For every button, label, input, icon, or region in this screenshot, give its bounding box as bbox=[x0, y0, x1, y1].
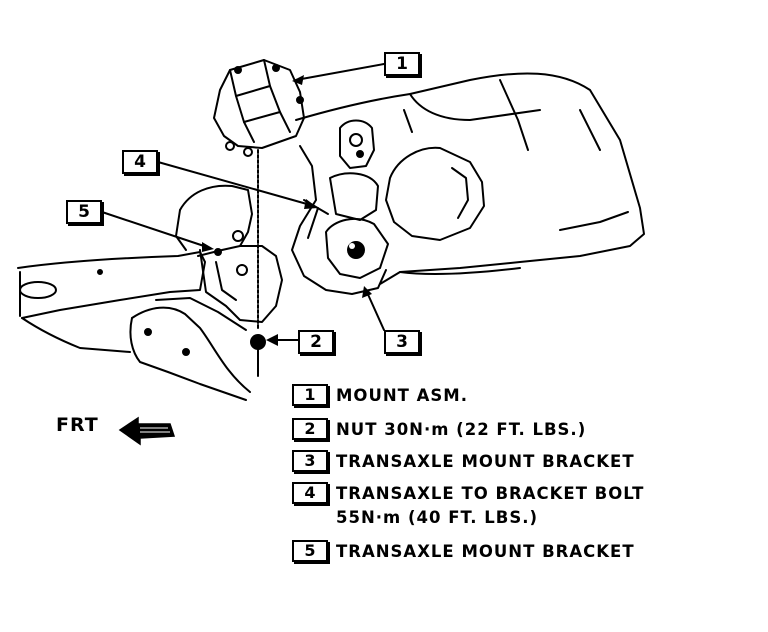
legend-text: NUT 30N·m (22 FT. LBS.) bbox=[336, 420, 587, 439]
leader-lines bbox=[101, 63, 385, 341]
mount-nut bbox=[250, 334, 266, 377]
transaxle-housing bbox=[291, 72, 645, 295]
legend-item-2: 2 NUT 30N·m (22 FT. LBS.) bbox=[292, 418, 586, 442]
legend-text: TRANSAXLE TO BRACKET BOLT 55N·m (40 FT. … bbox=[336, 484, 645, 527]
leader-arrowheads bbox=[202, 75, 372, 346]
legend-text: MOUNT ASM. bbox=[336, 386, 468, 405]
legend-text: TRANSAXLE MOUNT BRACKET bbox=[336, 542, 635, 561]
crossmember bbox=[129, 297, 251, 401]
legend-item-4: 4 TRANSAXLE TO BRACKET BOLT 55N·m (40 FT… bbox=[292, 482, 644, 530]
callout-3: 3 bbox=[384, 330, 420, 354]
legend-number: 3 bbox=[292, 450, 328, 472]
callout-1: 1 bbox=[384, 52, 420, 76]
legend-number: 1 bbox=[292, 384, 328, 406]
callout-5: 5 bbox=[66, 200, 102, 224]
front-direction-label: FRT bbox=[56, 414, 99, 436]
legend-number: 5 bbox=[292, 540, 328, 562]
frame-rail bbox=[17, 251, 206, 353]
front-direction-arrow-icon bbox=[118, 416, 176, 446]
mount-assembly-1 bbox=[213, 59, 305, 331]
callout-2: 2 bbox=[298, 330, 334, 354]
callout-4: 4 bbox=[122, 150, 158, 174]
legend-number: 4 bbox=[292, 482, 328, 504]
legend-item-3: 3 TRANSAXLE MOUNT BRACKET bbox=[292, 450, 635, 474]
legend-item-1: 1 MOUNT ASM. bbox=[292, 384, 468, 408]
legend-item-5: 5 TRANSAXLE MOUNT BRACKET bbox=[292, 540, 635, 564]
legend-text: TRANSAXLE MOUNT BRACKET bbox=[336, 452, 635, 471]
legend-number: 2 bbox=[292, 418, 328, 440]
